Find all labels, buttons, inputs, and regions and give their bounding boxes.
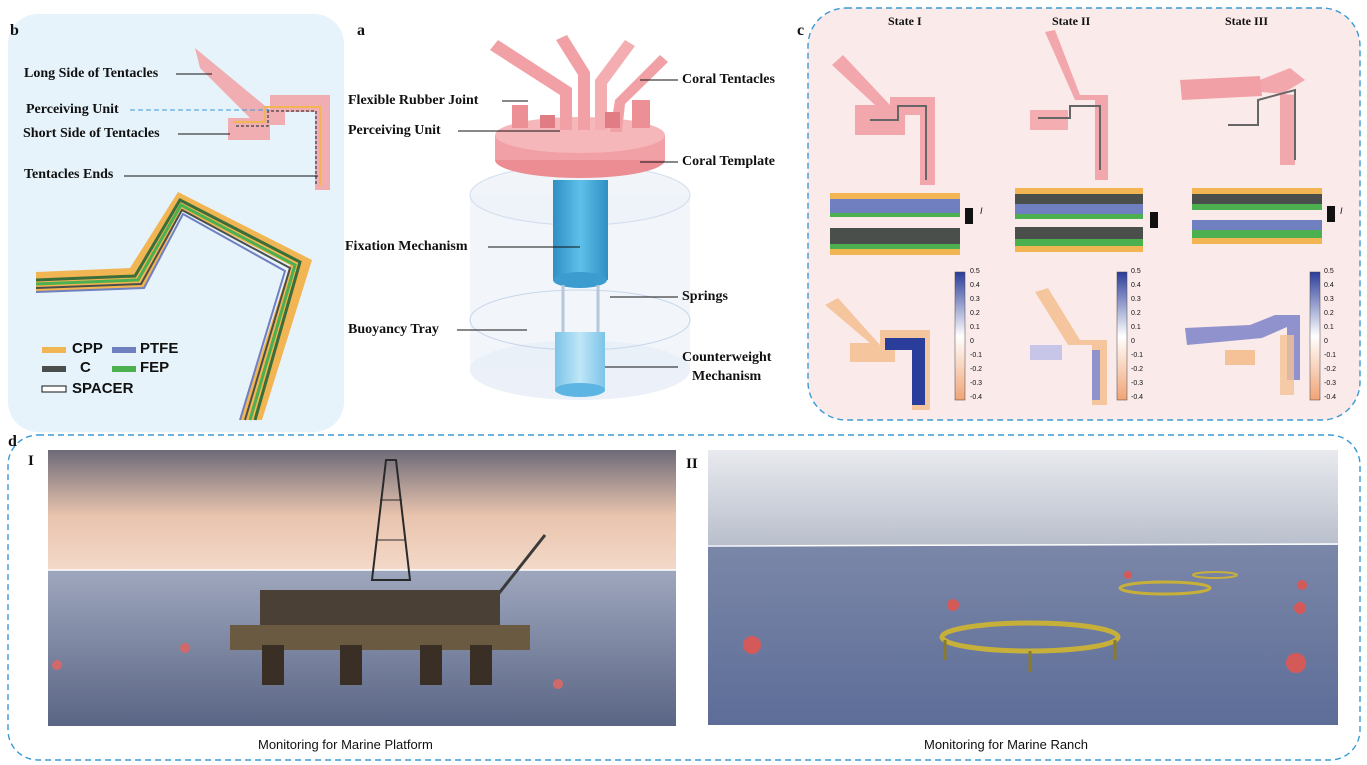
colorbar-tick-label: -0.2 <box>1324 366 1337 373</box>
colorbar-tick-label: -0.4 <box>1131 394 1144 401</box>
label-springs: Springs <box>682 289 728 304</box>
colorbar-tick-label: 0.5 <box>970 268 980 275</box>
colorbar-tick-label: 0.3 <box>970 296 980 303</box>
label-counterweight-line2: Mechanism <box>692 369 762 384</box>
legend-label-cpp: CPP <box>72 340 103 357</box>
label-short-side: Short Side of Tentacles <box>23 126 160 141</box>
tentacle-layer-stack <box>35 192 312 421</box>
label-perceiving-unit-a: Perceiving Unit <box>348 123 441 138</box>
label-fixation-mechanism: Fixation Mechanism <box>345 239 468 254</box>
legend-label-spacer: SPACER <box>72 380 134 397</box>
marine-ranch-scene <box>707 450 1339 725</box>
colorbar-tick-label: 0.1 <box>1324 324 1334 331</box>
subpanel-label-2: II <box>686 456 698 472</box>
current-label-1: I <box>980 206 983 216</box>
colorbar-tick-label: 0.1 <box>970 324 980 331</box>
colorbar-tick-label: -0.3 <box>1131 380 1144 387</box>
label-long-side: Long Side of Tentacles <box>24 66 159 81</box>
label-buoyancy-tray: Buoyancy Tray <box>348 322 439 337</box>
layer-stack-state-3 <box>1192 188 1335 244</box>
layer-stack-state-1 <box>830 193 973 255</box>
colorbar-state-2 <box>1116 271 1128 401</box>
legend-swatch-spacer <box>41 385 67 393</box>
label-tentacles-ends: Tentacles Ends <box>24 167 114 182</box>
layer-stack-state-2 <box>1015 188 1158 252</box>
legend-swatch-fep <box>112 366 136 372</box>
state-1-title: State I <box>888 14 922 28</box>
coral-device <box>469 35 691 400</box>
state-1-tentacle <box>832 55 935 185</box>
potential-map-state-1 <box>825 298 930 410</box>
colorbar-tick-label: -0.3 <box>1324 380 1337 387</box>
colorbar-tick-label: 0.5 <box>1131 268 1141 275</box>
subpanel-label-1: I <box>28 453 34 469</box>
potential-map-state-3 <box>1185 315 1300 395</box>
label-perceiving-unit-b: Perceiving Unit <box>26 102 119 117</box>
colorbar-tick-label: 0 <box>1131 338 1135 345</box>
colorbar-tick-label: -0.4 <box>1324 394 1337 401</box>
panel-a-letter: a <box>357 22 365 39</box>
colorbar-tick-label: -0.3 <box>970 380 983 387</box>
colorbar-tick-label: 0.3 <box>1131 296 1141 303</box>
panel-d-letter: d <box>8 433 17 450</box>
legend-swatch-ptfe <box>112 347 136 353</box>
label-coral-tentacles: Coral Tentacles <box>682 72 775 87</box>
label-flexible-rubber-joint: Flexible Rubber Joint <box>348 93 479 108</box>
colorbar-tick-label: 0.3 <box>1324 296 1334 303</box>
colorbar-tick-label: -0.4 <box>970 394 983 401</box>
potential-map-state-2 <box>1030 288 1107 405</box>
colorbar-state-1 <box>954 271 966 401</box>
state-2-title: State II <box>1052 14 1091 28</box>
legend-swatch-c <box>42 366 66 372</box>
colorbar-tick-label: -0.1 <box>1324 352 1337 359</box>
colorbar-tick-label: 0.4 <box>1324 282 1334 289</box>
state-3-tentacle <box>1180 68 1305 165</box>
legend-label-c: C <box>80 359 91 376</box>
colorbar-tick-label: 0 <box>1324 338 1328 345</box>
panel-b-letter: b <box>10 22 19 39</box>
marine-platform-scene <box>48 450 676 726</box>
legend-label-ptfe: PTFE <box>140 340 179 357</box>
colorbar-tick-label: 0.2 <box>1131 310 1141 317</box>
colorbar-tick-label: 0.2 <box>1324 310 1334 317</box>
current-label-3: I <box>1340 206 1343 216</box>
colorbar-tick-label: -0.1 <box>970 352 983 359</box>
label-counterweight-line1: Counterweight <box>682 350 772 365</box>
state-3-title: State III <box>1225 14 1269 28</box>
caption-marine-ranch: Monitoring for Marine Ranch <box>924 737 1089 752</box>
colorbar-tick-label: -0.2 <box>970 366 983 373</box>
tentacle-cross-section-top <box>195 48 330 190</box>
label-coral-template: Coral Template <box>682 154 775 169</box>
legend-swatch-cpp <box>42 347 66 353</box>
colorbar-tick-label: 0.4 <box>970 282 980 289</box>
colorbar-tick-label: -0.2 <box>1131 366 1144 373</box>
colorbar-tick-label: 0 <box>970 338 974 345</box>
panel-c-letter: c <box>797 22 805 39</box>
colorbar-tick-label: 0.4 <box>1131 282 1141 289</box>
legend-label-fep: FEP <box>140 359 170 376</box>
colorbar-tick-label: 0.1 <box>1131 324 1141 331</box>
caption-marine-platform: Monitoring for Marine Platform <box>258 737 433 752</box>
colorbar-tick-label: 0.5 <box>1324 268 1334 275</box>
colorbar-state-3 <box>1309 271 1321 401</box>
colorbar-tick-label: -0.1 <box>1131 352 1144 359</box>
colorbar-tick-label: 0.2 <box>970 310 980 317</box>
state-2-tentacle <box>1030 30 1108 180</box>
